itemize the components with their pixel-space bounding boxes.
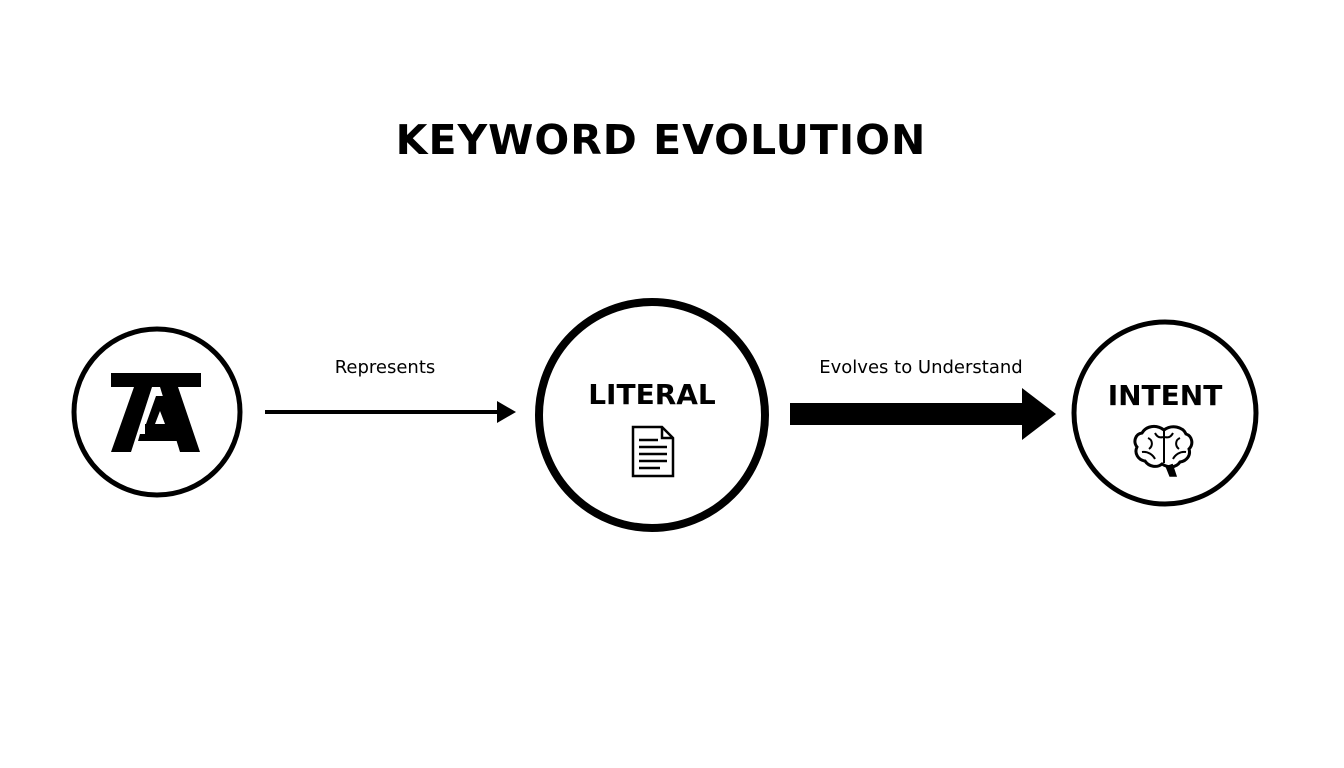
edge-represents-arrow — [265, 401, 516, 423]
document-icon — [631, 425, 675, 478]
edge-label-represents: Represents — [334, 357, 436, 378]
node-label-intent: INTENT — [1107, 379, 1223, 412]
edge-evolves-arrow — [790, 388, 1056, 440]
node-keyword — [71, 326, 243, 498]
brain-icon — [1133, 424, 1194, 477]
letter-a-icon — [111, 373, 201, 452]
diagram-title: KEYWORD EVOLUTION — [395, 116, 927, 164]
edge-label-evolves: Evolves to Understand — [819, 357, 1023, 378]
node-literal — [535, 298, 769, 532]
node-label-literal: LITERAL — [588, 378, 716, 411]
node-intent — [1071, 319, 1259, 507]
